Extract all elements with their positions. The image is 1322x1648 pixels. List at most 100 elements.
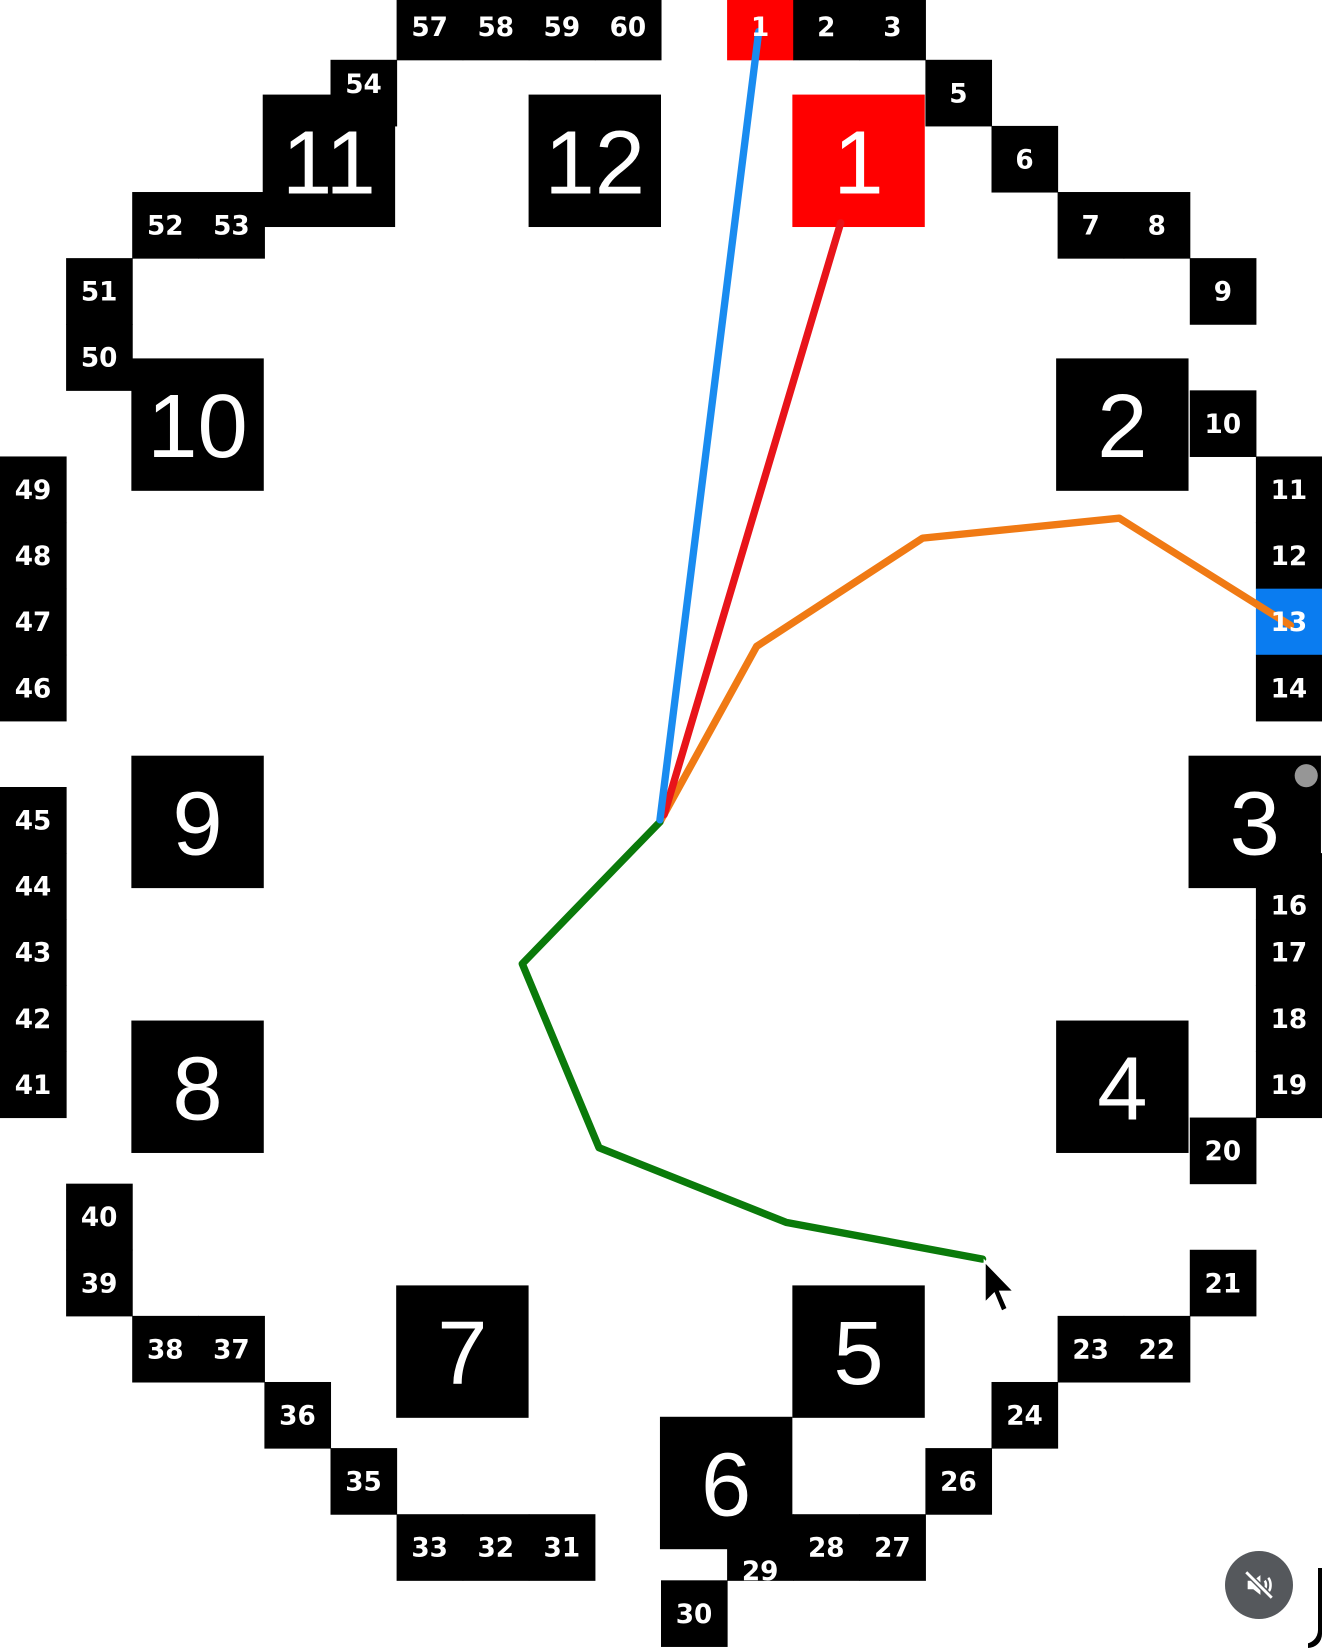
minute-label: 50 [81,344,118,374]
hour-tile-7[interactable] [396,1285,529,1418]
minute-label: 36 [279,1401,316,1431]
hour-label: 3 [1230,773,1280,874]
minute-label: 23 [1072,1335,1109,1365]
hour-tile-9[interactable] [131,755,264,889]
minute-label: 20 [1205,1137,1242,1167]
minute-label: 47 [15,608,52,638]
minute-label: 27 [874,1534,911,1564]
minute-label: 40 [81,1203,118,1233]
minute-tile-50[interactable] [66,324,133,391]
minute-tile-9[interactable] [1189,258,1257,325]
minute-tile-26[interactable] [925,1448,993,1515]
minute-label: 53 [213,212,250,242]
minute-tile-10[interactable] [1189,390,1257,457]
minute-tile-27[interactable] [859,1514,926,1581]
speaker-muted-icon [1244,1570,1274,1600]
minute-tile-53[interactable] [198,192,265,259]
minute-tile-42[interactable] [0,985,67,1052]
minute-label: 28 [808,1534,845,1564]
minute-label: 57 [411,13,448,43]
minute-tile-24[interactable] [991,1381,1059,1449]
hour-label: 9 [172,773,222,874]
minute-tile-41[interactable] [0,1051,67,1119]
minute-tile-35[interactable] [330,1448,398,1515]
minute-tile-7[interactable] [1057,192,1125,259]
hour-label: 8 [172,1038,222,1139]
minute-label: 5 [949,79,967,109]
minute-tile-58[interactable] [462,0,530,61]
minute-label: 52 [147,212,184,242]
minute-tile-19[interactable] [1255,1051,1322,1119]
minute-label: 37 [213,1335,250,1365]
minute-tile-39[interactable] [66,1249,133,1317]
minute-tile-22[interactable] [1123,1315,1191,1383]
minute-tile-51[interactable] [66,258,133,325]
minute-label: 59 [544,13,581,43]
minute-label: 26 [940,1468,977,1498]
minute-tile-44[interactable] [0,853,67,920]
mute-button[interactable] [1225,1551,1293,1619]
minute-tile-28[interactable] [793,1514,860,1581]
hour-label: 11 [282,112,376,213]
minute-tile-38[interactable] [132,1315,199,1383]
minute-label: 24 [1006,1401,1043,1431]
minute-tile-32[interactable] [462,1514,530,1581]
hour-tile-11[interactable] [262,94,396,228]
minute-label: 11 [1271,476,1308,506]
minute-tile-43[interactable] [0,919,67,986]
minute-tile-33[interactable] [396,1514,464,1581]
minute-tile-46[interactable] [0,654,67,722]
minute-tile-20[interactable] [1189,1117,1257,1185]
minute-tile-8[interactable] [1123,192,1191,259]
minute-tile-21[interactable] [1189,1249,1257,1317]
minute-tile-31[interactable] [528,1514,596,1581]
hour-tile-1[interactable] [792,94,925,228]
minute-tile-6[interactable] [991,125,1059,193]
minute-tile-3[interactable] [859,0,926,61]
minute-label: 1 [751,13,769,43]
minute-tile-2[interactable] [793,0,860,61]
hour-hand [660,219,845,819]
minute-label: 3 [883,13,901,43]
minute-label: 48 [15,542,52,572]
minute-label: 42 [15,1005,52,1035]
minute-label: 38 [147,1335,184,1365]
hour-tile-2[interactable] [1056,358,1189,491]
minute-tile-14[interactable] [1255,654,1322,722]
touch-indicator [1294,764,1318,788]
minute-tile-12[interactable] [1255,522,1322,590]
minute-tile-57[interactable] [396,0,464,61]
minute-tile-59[interactable] [528,0,596,61]
minute-label: 45 [15,807,52,837]
minute-label: 9 [1214,278,1232,308]
minute-label: 14 [1271,674,1308,704]
minute-tile-23[interactable] [1057,1315,1125,1383]
hour-tile-5[interactable] [792,1285,925,1418]
minute-tile-37[interactable] [198,1315,265,1383]
hour-tile-4[interactable] [1056,1020,1189,1153]
minute-tile-47[interactable] [0,588,67,656]
minute-tile-60[interactable] [594,0,662,61]
hour-label: 4 [1097,1038,1147,1139]
minute-tile-48[interactable] [0,522,67,590]
minute-label: 29 [742,1557,779,1587]
minute-tile-36[interactable] [264,1381,332,1449]
minute-tile-11[interactable] [1255,456,1322,524]
hour-tile-6[interactable] [659,1416,793,1550]
minute-label: 30 [676,1600,713,1630]
minute-label: 31 [544,1534,581,1564]
minute-tile-17[interactable] [1255,919,1322,986]
minute-tile-52[interactable] [132,192,199,259]
minute-tile-40[interactable] [66,1183,133,1251]
minute-tile-45[interactable] [0,787,67,854]
minute-tile-30[interactable] [661,1580,728,1647]
hour-tile-12[interactable] [528,94,661,228]
minute-tile-5[interactable] [925,59,993,127]
hour-tile-10[interactable] [131,358,264,491]
minute-tile-49[interactable] [0,456,67,524]
minute-label: 7 [1082,212,1100,242]
hour-label: 1 [833,112,883,213]
minute-tile-18[interactable] [1255,985,1322,1052]
hour-tile-8[interactable] [131,1020,264,1153]
